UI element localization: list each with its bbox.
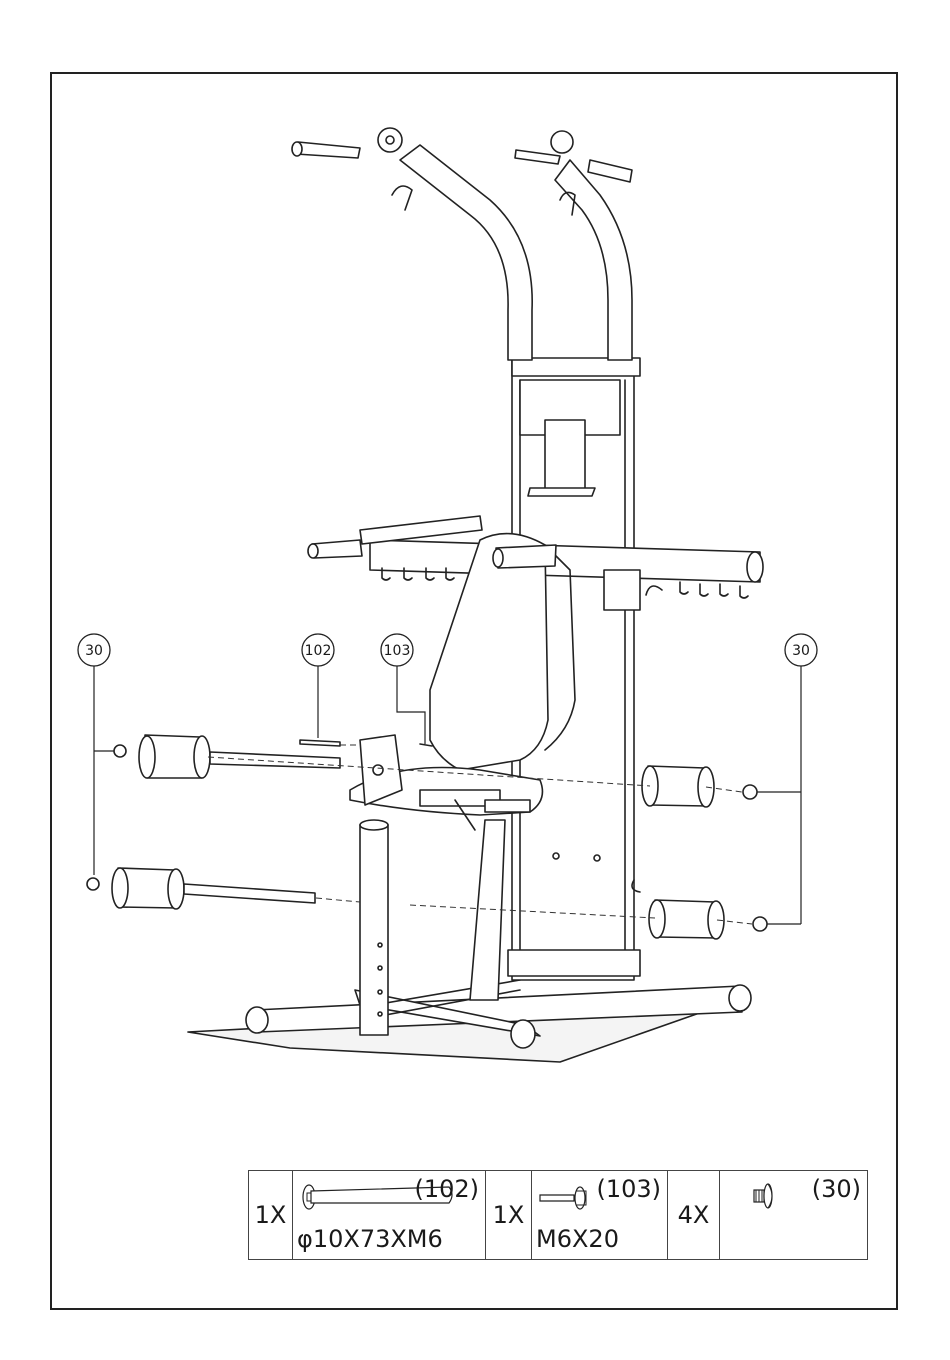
right-upper-weight-sleeve [642, 766, 714, 807]
callout-102: 102 [302, 634, 334, 666]
bolt-icon [538, 1185, 598, 1211]
left-pull-up-arm [400, 145, 532, 360]
crossbar [370, 540, 760, 582]
part-number: (103) [596, 1175, 661, 1203]
qty-cell: 4X [668, 1171, 720, 1260]
qty-cell: 1X [249, 1171, 293, 1260]
part-number: (102) [414, 1175, 479, 1203]
callout-103: 103 [381, 634, 413, 666]
bolt-103 [420, 744, 432, 746]
right-lower-weight-sleeve [649, 900, 724, 939]
part-cell-102: (102) φ10X73XM6 [293, 1171, 486, 1260]
callout-label: 102 [305, 643, 332, 659]
part-spec: M6X20 [536, 1225, 619, 1253]
part-spec: φ10X73XM6 [297, 1225, 443, 1253]
callout-30-left: 30 [78, 634, 110, 666]
left-lower-weight-sleeve [112, 868, 315, 909]
right-pull-up-arm [555, 160, 632, 360]
front-post [360, 825, 388, 1035]
part-number: (30) [812, 1175, 861, 1203]
part-cell-30: (30) [720, 1171, 868, 1260]
callout-30-right: 30 [785, 634, 817, 666]
part-cell-103: (103) M6X20 [532, 1171, 668, 1260]
callout-label: 30 [792, 643, 810, 659]
table-row: 1X (102) φ10X73XM6 1X (103) M6X20 4X [249, 1171, 868, 1260]
hardware-parts-table: 1X (102) φ10X73XM6 1X (103) M6X20 4X [248, 1170, 868, 1260]
pin-102 [300, 740, 340, 746]
callout-label: 103 [384, 643, 411, 659]
end-cap-knob-icon [750, 1181, 784, 1211]
callout-label: 30 [85, 643, 103, 659]
hook-row-right [680, 582, 748, 598]
machine-drawing [87, 128, 767, 1062]
qty-cell: 1X [486, 1171, 532, 1260]
